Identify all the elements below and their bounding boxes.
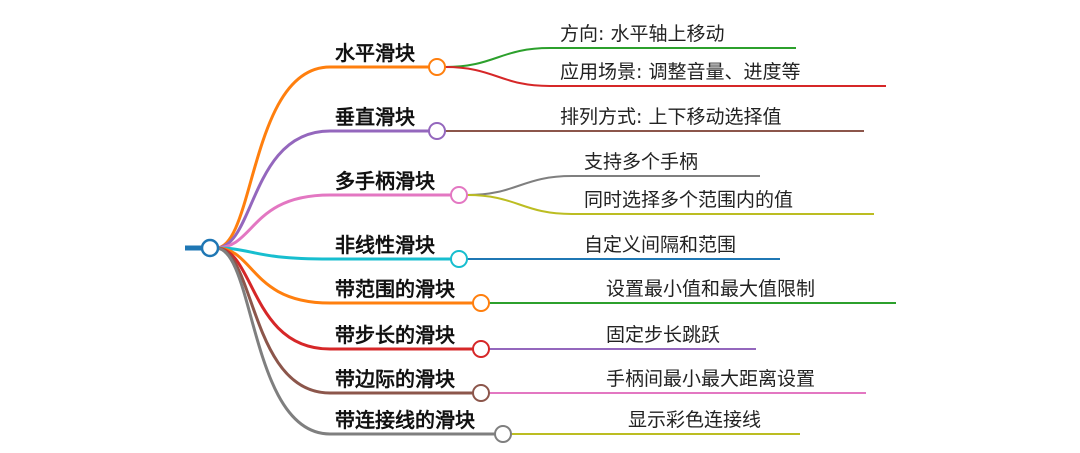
branch-label: 非线性滑块	[335, 233, 436, 257]
branch-connector	[215, 246, 451, 261]
leaf-connector	[444, 66, 886, 87]
branch-connector	[215, 129, 429, 250]
root-node-circle	[200, 238, 220, 258]
branch-node-circle	[450, 250, 468, 268]
branch-node-circle	[428, 122, 446, 140]
leaf-connector	[466, 175, 760, 196]
leaf-label: 应用场景: 调整音量、进度等	[560, 61, 800, 83]
branch-node-circle	[450, 186, 468, 204]
branch-node-circle	[472, 294, 490, 312]
branch-label: 带步长的滑块	[335, 323, 456, 347]
leaf-label: 固定步长跳跃	[606, 324, 720, 346]
branch-label: 水平滑块	[335, 41, 416, 65]
leaf-label: 手柄间最小最大距离设置	[606, 368, 815, 390]
connectors	[185, 47, 896, 436]
branch-node-circle	[428, 58, 446, 76]
leaf-label: 排列方式: 上下移动选择值	[560, 106, 781, 128]
branch-node-circle	[494, 425, 512, 443]
branch-label: 带边际的滑块	[335, 367, 456, 391]
leaf-label: 支持多个手柄	[584, 151, 698, 173]
leaf-label: 自定义间隔和范围	[584, 234, 736, 256]
branch-label: 多手柄滑块	[335, 169, 436, 193]
leaf-label: 显示彩色连接线	[628, 409, 761, 431]
branch-node-circle	[472, 340, 490, 358]
branch-label: 带范围的滑块	[335, 277, 456, 301]
branch-label: 垂直滑块	[335, 105, 416, 129]
branch-connector	[215, 246, 473, 351]
leaf-connector	[444, 47, 796, 68]
branch-node-circle	[472, 384, 490, 402]
nodes	[200, 58, 512, 443]
branch-connector	[215, 246, 473, 305]
branch-connector	[215, 246, 495, 436]
leaf-label: 方向: 水平轴上移动	[560, 23, 724, 45]
branch-connector	[215, 193, 451, 250]
branch-label: 带连接线的滑块	[335, 408, 476, 432]
leaf-label: 设置最小值和最大值限制	[606, 278, 815, 300]
branch-connector	[215, 65, 429, 250]
leaf-label: 同时选择多个范围内的值	[584, 189, 793, 211]
leaf-connector	[466, 194, 874, 215]
